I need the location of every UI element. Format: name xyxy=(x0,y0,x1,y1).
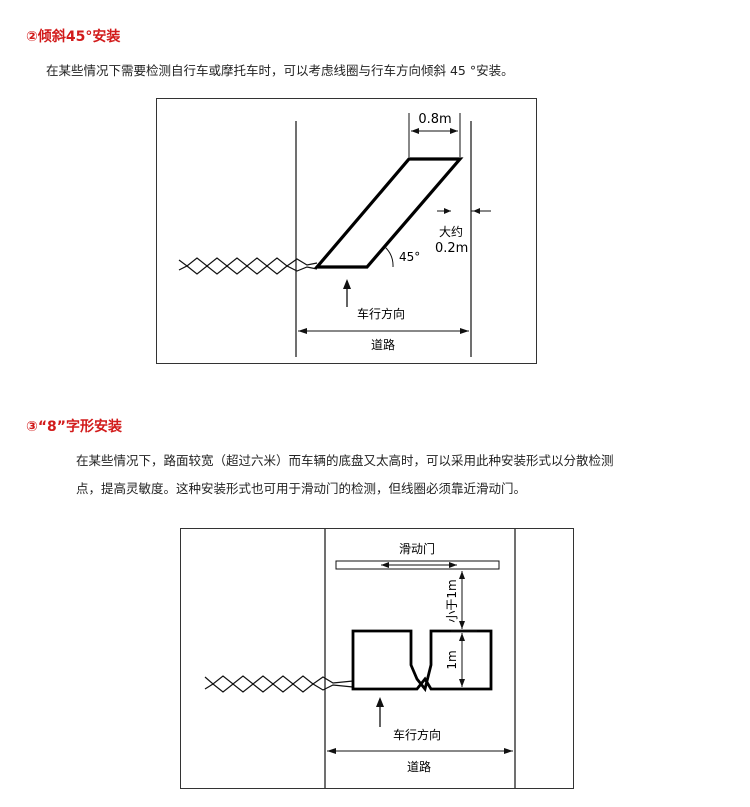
lead-wire-upper xyxy=(204,675,354,685)
figure-eight-svg: 滑动门 小于1m 1m 车行方向 道路 xyxy=(204,529,516,788)
direction-label: 车行方向 xyxy=(357,306,405,321)
gate-label: 滑动门 xyxy=(399,541,435,556)
angle-label: 45° xyxy=(399,250,420,264)
section2-text-line2: 点，提高灵敏度。这种安装形式也可用于滑动门的检测，但线圈必须靠近滑动门。 xyxy=(76,481,527,496)
lead-wire-lower xyxy=(178,265,318,275)
gap-label-bottom: 0.2m xyxy=(435,241,468,256)
direction-label: 车行方向 xyxy=(393,727,441,742)
lead-wire-lower xyxy=(204,683,354,693)
figure-eight-loop-diagram: 滑动门 小于1m 1m 车行方向 道路 xyxy=(180,528,574,789)
distance-label: 小于1m xyxy=(445,579,459,622)
road-label: 道路 xyxy=(371,337,395,352)
gap-label-top: 大约 xyxy=(439,224,463,239)
width-label: 0.8m xyxy=(418,112,451,127)
angle-arc xyxy=(384,246,394,268)
tilted-loop-diagram: 0.8m 大约 0.2m 45° 车行方向 道路 xyxy=(156,98,537,364)
section1-heading: ②倾斜45°安装 xyxy=(26,29,121,45)
section2-heading: ③“8”字形安装 xyxy=(26,419,122,435)
road-label: 道路 xyxy=(407,759,431,774)
height-label: 1m xyxy=(445,650,459,669)
section1-text: 在某些情况下需要检测自行车或摩托车时，可以考虑线圈与行车方向倾斜 45 °安装。 xyxy=(46,63,514,78)
tilted-loop-svg: 0.8m 大约 0.2m 45° 车行方向 道路 xyxy=(178,112,491,357)
section2-text-line1: 在某些情况下，路面较宽（超过六米）而车辆的底盘又太高时，可以采用此种安装形式以分… xyxy=(76,453,614,468)
figure-eight-loop xyxy=(351,629,493,693)
tilted-loop xyxy=(313,157,464,269)
